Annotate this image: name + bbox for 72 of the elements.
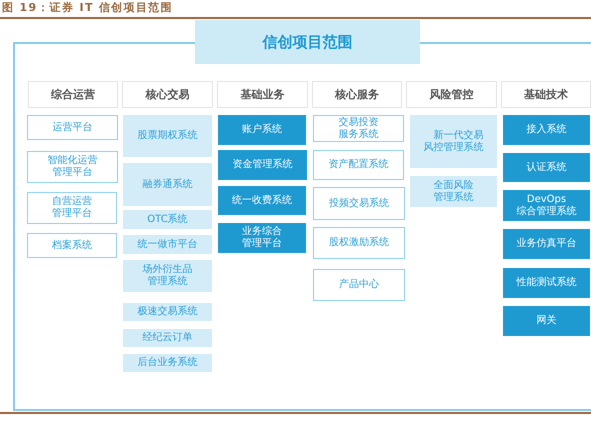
column-title: 核心交易 [146, 88, 190, 102]
system-box [313, 187, 405, 220]
system-name: 统一做市平台 [138, 238, 198, 250]
system-name: 极速交易系统 [138, 306, 198, 318]
system-box [218, 186, 306, 215]
system-name: 场外衍生品管理系统 [142, 264, 192, 288]
system-name: 经纪云订单 [142, 332, 192, 344]
system-box [313, 269, 405, 301]
system-box [313, 115, 404, 142]
column-header [122, 81, 213, 108]
system-name: 智能化运营管理平台 [48, 155, 98, 179]
system-name: 投频交易系统 [329, 198, 389, 210]
system-box [123, 260, 212, 292]
system-name: 接入系统 [526, 124, 566, 136]
column-title: 综合运营 [51, 88, 95, 102]
system-name: OTC系统 [147, 214, 188, 226]
system-name: 业务仿真平台 [516, 238, 576, 250]
system-box [503, 229, 590, 259]
system-box [27, 192, 117, 224]
column-header [312, 81, 402, 108]
frame-title: 信创项目范围 [195, 20, 420, 64]
system-name: 交易投资服务系统 [338, 116, 378, 140]
system-box [27, 115, 118, 140]
system-box [313, 227, 405, 259]
column-header [406, 81, 497, 108]
system-box [123, 303, 212, 321]
figure-title: 图 19：证券 IT 信创项目范围 [2, 1, 173, 15]
system-name: 运营平台 [52, 122, 92, 134]
system-name: 性能测试系统 [516, 277, 576, 289]
column-header [28, 81, 118, 108]
system-box [123, 235, 212, 254]
system-box [503, 190, 590, 221]
system-name: 账户系统 [242, 124, 282, 136]
system-box [218, 150, 307, 180]
system-name: 融券通系统 [142, 178, 192, 190]
column-title: 基础技术 [524, 88, 568, 102]
system-box [503, 268, 590, 298]
system-box [27, 151, 118, 183]
system-name: 新一代交易风控管理系统 [424, 130, 484, 154]
column-title: 核心服务 [335, 88, 379, 102]
system-name: 认证系统 [526, 162, 566, 174]
system-box [123, 115, 212, 157]
system-box [27, 233, 117, 258]
system-name: 资产配置系统 [328, 159, 388, 171]
system-box [218, 223, 306, 253]
system-box [410, 115, 497, 168]
system-name: 自营运营管理平台 [52, 196, 92, 220]
system-box [123, 210, 212, 229]
column-header [217, 81, 308, 108]
system-box [503, 153, 590, 182]
system-box [123, 329, 212, 347]
system-name: DevOps 综合管理系统 [516, 194, 578, 218]
system-name: 统一收费系统 [232, 194, 292, 206]
system-name: 档案系统 [52, 240, 92, 252]
system-name: 股权激励系统 [329, 237, 389, 249]
system-name: 资金管理系统 [232, 159, 292, 171]
system-box [313, 150, 404, 180]
column-header [501, 81, 591, 108]
system-name: 产品中心 [339, 279, 379, 291]
system-box [410, 176, 497, 207]
system-box [503, 115, 590, 145]
system-name: 全面风险管理系统 [434, 180, 474, 204]
system-box [123, 354, 212, 372]
system-box [503, 306, 590, 336]
column-title: 基础业务 [240, 88, 284, 102]
system-box [218, 115, 306, 145]
system-name: 网关 [536, 315, 556, 327]
system-box [123, 163, 212, 206]
system-name: 业务综合管理平台 [242, 226, 282, 250]
system-name: 股票期权系统 [138, 130, 198, 142]
column-title: 风险管控 [430, 88, 474, 102]
system-name: 后台业务系统 [138, 357, 198, 369]
